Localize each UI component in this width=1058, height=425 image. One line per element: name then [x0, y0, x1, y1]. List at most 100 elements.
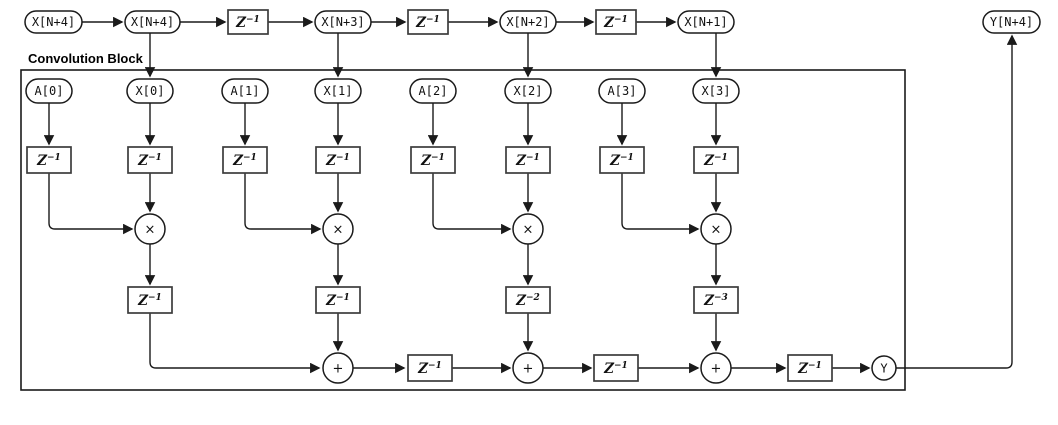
svg-text:Z−1: Z−1: [137, 153, 162, 169]
edge-coeff1-to-mult: [244, 173, 322, 235]
coeff-delay-a2: Z−1: [410, 146, 456, 174]
svg-text:Z−3: Z−3: [703, 293, 728, 309]
top-row-edges: [82, 16, 722, 78]
product-delay-1-exp: −1: [336, 293, 350, 303]
coeff-delay-a2-base: Z: [420, 153, 432, 169]
coeff-delay-a1: Z−1: [222, 146, 268, 174]
top-delay-3-base: Z: [603, 15, 615, 31]
sample-input-x2-label: X[2]: [514, 84, 543, 98]
sample-delay-x1-exp: −1: [336, 153, 350, 163]
sum-delay-2: Z−1: [593, 354, 639, 382]
multiplier-1: ×: [322, 213, 354, 245]
convolution-block-outline: [20, 69, 906, 391]
product-delay-3-base: Z: [703, 293, 715, 309]
coeff-input-a2: A[2]: [409, 78, 457, 104]
adder-1: +: [322, 352, 354, 384]
top-delay-2-exp: −1: [426, 15, 440, 25]
node-tap-1-label: X[N+3]: [321, 15, 364, 29]
coeff-input-a1-label: A[1]: [231, 84, 260, 98]
sample-delay-x0: Z−1: [127, 146, 173, 174]
node-source-label: X[N+4]: [32, 15, 75, 29]
svg-text:Z−1: Z−1: [603, 361, 628, 377]
plus-icon: +: [711, 362, 722, 377]
sample-delay-x3-base: Z: [703, 153, 715, 169]
coeff-delay-a2-exp: −1: [431, 153, 445, 163]
adder-2: +: [512, 352, 544, 384]
coeff-delay-a3: Z−1: [599, 146, 645, 174]
sample-input-x2: X[2]: [504, 78, 552, 104]
multiply-icon: ×: [333, 223, 344, 238]
node-tap-0: X[N+4]: [124, 10, 181, 34]
sample-delay-x2-exp: −1: [526, 153, 540, 163]
sample-delay-x3: Z−1: [693, 146, 739, 174]
svg-text:Z−1: Z−1: [609, 153, 634, 169]
node-tap-3: X[N+1]: [677, 10, 735, 34]
node-output-y-n4: Y[N+4]: [982, 10, 1041, 34]
top-delay-1: Z−1: [227, 9, 269, 35]
svg-text:Z−1: Z−1: [515, 153, 540, 169]
output-node-y-label: Y: [880, 362, 888, 376]
coeff-delay-a1-exp: −1: [243, 153, 257, 163]
svg-text:Z−1: Z−1: [137, 293, 162, 309]
svg-text:Z−1: Z−1: [417, 361, 442, 377]
sum-delay-2-base: Z: [603, 361, 615, 377]
node-source: X[N+4]: [24, 10, 83, 34]
svg-text:Z−1: Z−1: [420, 153, 445, 169]
product-delay-3-exp: −3: [714, 293, 728, 303]
coeff-input-a0: A[0]: [25, 78, 73, 104]
product-delay-2-base: Z: [515, 293, 527, 309]
svg-text:Z−1: Z−1: [325, 153, 350, 169]
top-delay-2-base: Z: [415, 15, 427, 31]
sum-delay-3: Z−1: [787, 354, 833, 382]
plus-icon: +: [523, 362, 534, 377]
sample-delay-x1-base: Z: [325, 153, 337, 169]
top-delay-2: Z−1: [407, 9, 449, 35]
coeff-delay-a3-exp: −1: [620, 153, 634, 163]
sample-delay-x2: Z−1: [505, 146, 551, 174]
sum-delay-2-exp: −1: [614, 361, 628, 371]
product-delay-1: Z−1: [315, 286, 361, 314]
edge-coeff2-to-mult: [432, 173, 512, 235]
sum-delay-1-exp: −1: [428, 361, 442, 371]
coeff-input-a1: A[1]: [221, 78, 269, 104]
plus-icon: +: [333, 362, 344, 377]
coeff-delay-a0-base: Z: [36, 153, 48, 169]
sample-delay-x3-exp: −1: [714, 153, 728, 163]
coeff-input-a3: A[3]: [598, 78, 646, 104]
node-tap-2: X[N+2]: [499, 10, 557, 34]
node-tap-2-label: X[N+2]: [506, 15, 549, 29]
adder-3: +: [700, 352, 732, 384]
coeff-delay-a0: Z−1: [26, 146, 72, 174]
sample-delay-x1: Z−1: [315, 146, 361, 174]
output-node-y: Y: [871, 355, 897, 381]
top-delay-1-base: Z: [235, 15, 247, 31]
sample-input-x1-label: X[1]: [324, 84, 353, 98]
svg-text:Z−1: Z−1: [232, 153, 257, 169]
product-delay-0: Z−1: [127, 286, 173, 314]
top-delay-3: Z−1: [595, 9, 637, 35]
edge-product0-to-adder1: [149, 313, 321, 374]
multiplier-2: ×: [512, 213, 544, 245]
sum-delay-3-base: Z: [797, 361, 809, 377]
node-tap-3-label: X[N+1]: [684, 15, 727, 29]
svg-text:Z−1: Z−1: [603, 15, 628, 31]
node-tap-1: X[N+3]: [314, 10, 372, 34]
coeff-delay-a1-base: Z: [232, 153, 244, 169]
sum-delay-1-base: Z: [417, 361, 429, 377]
product-delay-1-base: Z: [325, 293, 337, 309]
sum-delay-1: Z−1: [407, 354, 453, 382]
sample-input-x3-label: X[3]: [702, 84, 731, 98]
svg-text:Z−1: Z−1: [36, 153, 61, 169]
product-delay-2: Z−2: [505, 286, 551, 314]
multiply-icon: ×: [523, 223, 534, 238]
coeff-delay-a0-exp: −1: [47, 153, 61, 163]
top-delay-1-exp: −1: [246, 15, 260, 25]
product-delay-3: Z−3: [693, 286, 739, 314]
sample-delay-x2-base: Z: [515, 153, 527, 169]
coeff-input-a0-label: A[0]: [35, 84, 64, 98]
convolution-block-title: Convolution Block: [28, 51, 144, 66]
multiplier-0: ×: [134, 213, 166, 245]
sum-delay-3-exp: −1: [808, 361, 822, 371]
coeff-input-a3-label: A[3]: [608, 84, 637, 98]
